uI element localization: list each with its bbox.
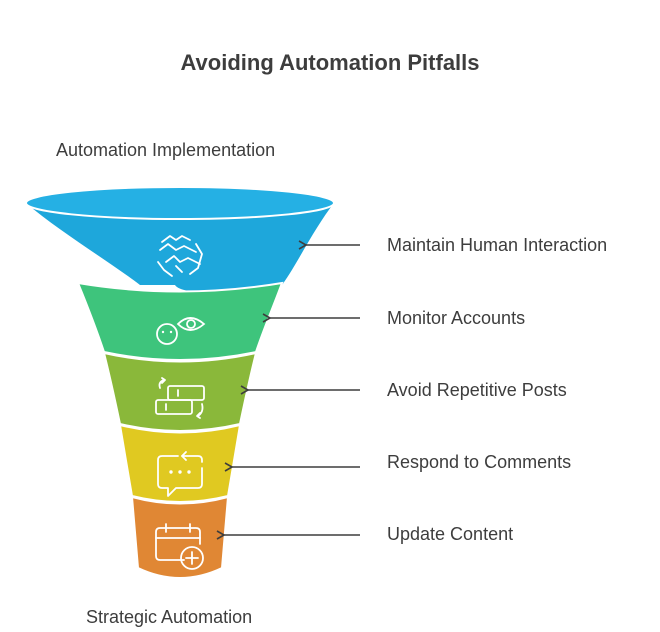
- funnel-stage-4: [118, 423, 242, 503]
- eye-icon: [156, 317, 206, 345]
- stage-label-5: Update Content: [387, 524, 514, 544]
- funnel-stage-1: [25, 186, 335, 293]
- stage-label-4: Respond to Comments: [387, 452, 572, 472]
- funnel-bottom-label: Strategic Automation: [86, 607, 253, 627]
- comment-reply-icon: [157, 451, 203, 497]
- handshake-icon: [157, 235, 203, 277]
- repeat-tickets-icon: [155, 377, 205, 419]
- stage-label-3: Avoid Repetitive Posts: [387, 380, 567, 400]
- stage-label-1: Maintain Human Interaction: [387, 235, 608, 255]
- stage-label-2: Monitor Accounts: [387, 308, 526, 328]
- diagram-title: Avoiding Automation Pitfalls: [180, 50, 480, 75]
- calendar-add-icon: [155, 523, 204, 570]
- funnel-top-label: Automation Implementation: [56, 140, 276, 160]
- funnel-stage-3: [102, 351, 258, 432]
